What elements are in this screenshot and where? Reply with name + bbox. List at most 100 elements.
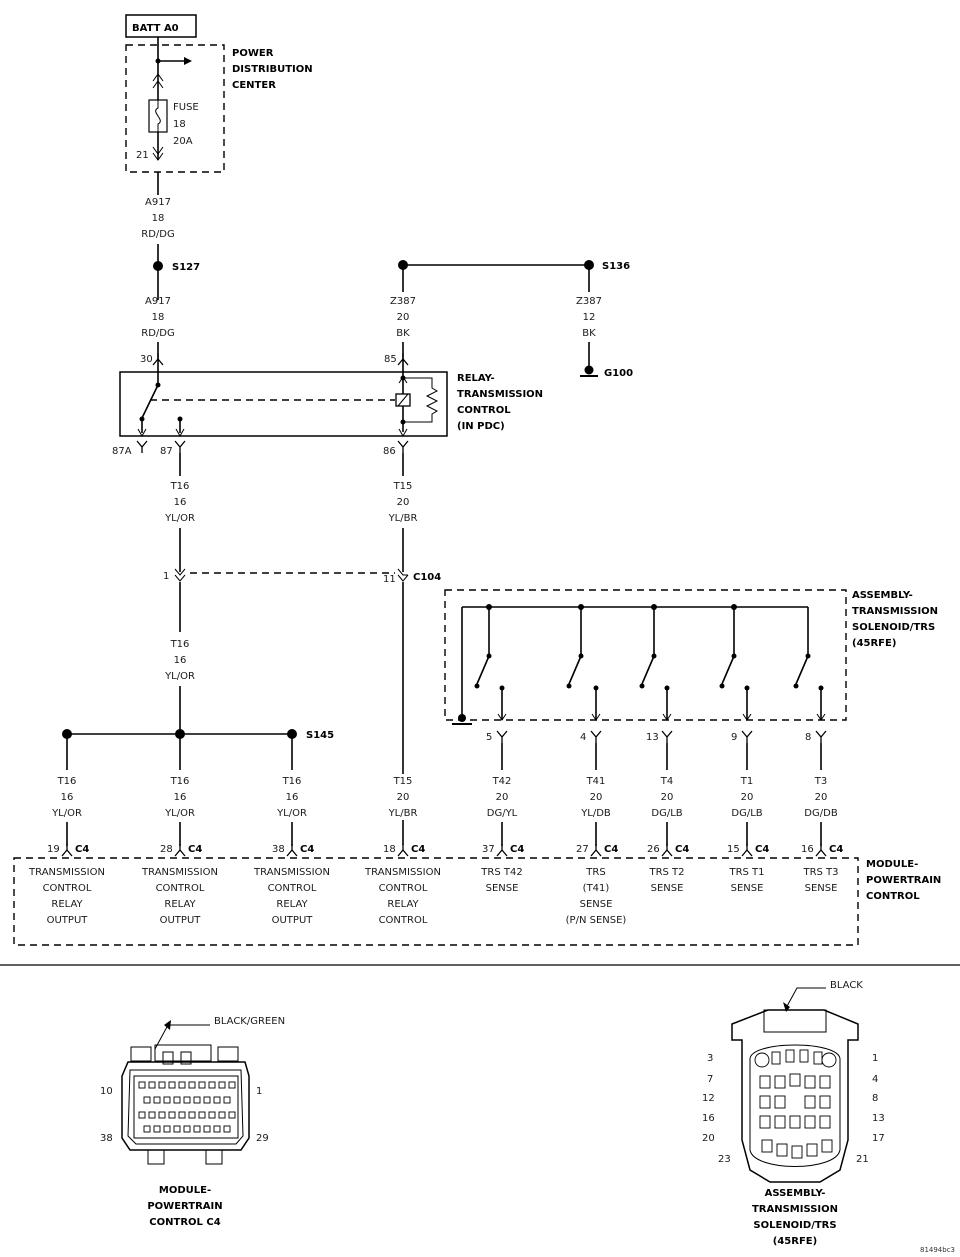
svg-text:Z387: Z387 [390,296,416,307]
svg-text:5: 5 [486,732,492,743]
svg-text:TRANSMISSION: TRANSMISSION [28,867,105,878]
svg-text:38: 38 [272,844,285,855]
svg-text:T3: T3 [814,776,827,787]
svg-text:TRANSMISSION: TRANSMISSION [141,867,218,878]
svg-text:16: 16 [174,655,187,666]
figure-id: 81494bc3 [920,1246,955,1254]
ground-g100 [584,365,594,375]
svg-text:BK: BK [396,328,410,339]
svg-text:ASSEMBLY-: ASSEMBLY- [852,590,913,601]
connector-c104 [174,568,409,582]
svg-text:28: 28 [160,844,173,855]
svg-text:23: 23 [718,1154,731,1165]
svg-text:C4: C4 [300,844,314,855]
svg-text:MODULE-: MODULE- [866,859,918,870]
relay-pin-30: 30 [140,354,153,365]
svg-text:TRANSMISSION: TRANSMISSION [752,1204,838,1215]
svg-text:T41: T41 [586,776,606,787]
svg-text:DG/DB: DG/DB [804,808,838,819]
svg-text:YL/DB: YL/DB [580,808,611,819]
svg-text:ASSEMBLY-: ASSEMBLY- [765,1188,826,1199]
svg-text:T16: T16 [170,639,190,650]
svg-text:TRANSMISSION: TRANSMISSION [457,389,543,400]
svg-text:CONTROL: CONTROL [156,883,205,894]
fuse-label: FUSE 18 20A [173,102,199,147]
svg-text:YL/OR: YL/OR [276,808,307,819]
svg-text:CENTER: CENTER [232,80,276,91]
svg-text:9: 9 [731,732,737,743]
svg-text:DG/LB: DG/LB [731,808,762,819]
svg-text:C4: C4 [75,844,89,855]
splice-s136-label: S136 [602,261,630,272]
svg-text:SENSE: SENSE [731,883,764,894]
svg-text:C4: C4 [604,844,618,855]
svg-text:(T41): (T41) [583,883,610,894]
svg-text:DISTRIBUTION: DISTRIBUTION [232,64,313,75]
svg-text:13: 13 [872,1113,885,1124]
svg-text:8: 8 [805,732,811,743]
svg-text:20: 20 [661,792,674,803]
svg-text:26: 26 [647,844,660,855]
svg-text:SOLENOID/TRS: SOLENOID/TRS [753,1220,836,1231]
svg-text:27: 27 [576,844,589,855]
svg-text:CONTROL: CONTROL [43,883,92,894]
svg-text:1: 1 [256,1086,262,1097]
pcm-functions: TRANSMISSION CONTROL RELAY OUTPUT TRANSMISS… [28,867,838,926]
svg-text:12: 12 [583,312,596,323]
svg-text:TRS T42: TRS T42 [480,867,522,878]
svg-text:TRS T3: TRS T3 [802,867,838,878]
relay-coil [395,372,439,438]
svg-text:16: 16 [174,792,187,803]
svg-text:(P/N SENSE): (P/N SENSE) [566,915,627,926]
svg-text:TRANSMISSION: TRANSMISSION [364,867,441,878]
svg-text:21: 21 [856,1154,869,1165]
svg-text:15: 15 [727,844,740,855]
batt-label-box [125,14,197,38]
svg-text:T15: T15 [393,481,413,492]
svg-text:16: 16 [702,1113,715,1124]
svg-text:T16: T16 [57,776,77,787]
svg-text:BK: BK [582,328,596,339]
svg-text:YL/OR: YL/OR [51,808,82,819]
svg-text:RELAY: RELAY [387,899,419,910]
svg-text:OUTPUT: OUTPUT [160,915,202,926]
svg-text:OUTPUT: OUTPUT [47,915,89,926]
batt-label: BATT A0 [132,23,179,34]
splice-s127-label: S127 [172,262,200,273]
svg-text:18: 18 [173,119,186,130]
svg-text:OUTPUT: OUTPUT [272,915,314,926]
svg-text:(45RFE): (45RFE) [773,1236,817,1247]
svg-text:SENSE: SENSE [805,883,838,894]
svg-text:T1: T1 [740,776,753,787]
svg-text:DG/YL: DG/YL [487,808,518,819]
relay-pin-86: 86 [383,446,396,457]
svg-text:7: 7 [707,1074,713,1085]
relay-label: RELAY- TRANSMISSION CONTROL (IN PDC) [457,373,543,432]
svg-text:T42: T42 [492,776,512,787]
svg-text:A917: A917 [145,197,171,208]
svg-text:YL/OR: YL/OR [164,671,195,682]
svg-text:20: 20 [397,792,410,803]
relay-box [119,371,448,437]
wire-label-t16-upper: T16 16 YL/OR [164,481,195,524]
conn-left-color: BLACK/GREEN [214,1016,285,1027]
svg-text:20: 20 [496,792,509,803]
svg-text:18: 18 [152,312,165,323]
svg-text:18: 18 [152,213,165,224]
solenoid-box [444,589,847,721]
svg-text:SENSE: SENSE [486,883,519,894]
svg-text:TRANSMISSION: TRANSMISSION [253,867,330,878]
svg-text:YL/BR: YL/BR [388,808,418,819]
svg-text:CONTROL C4: CONTROL C4 [149,1217,220,1228]
svg-text:13: 13 [646,732,659,743]
svg-text:RD/DG: RD/DG [141,229,174,240]
